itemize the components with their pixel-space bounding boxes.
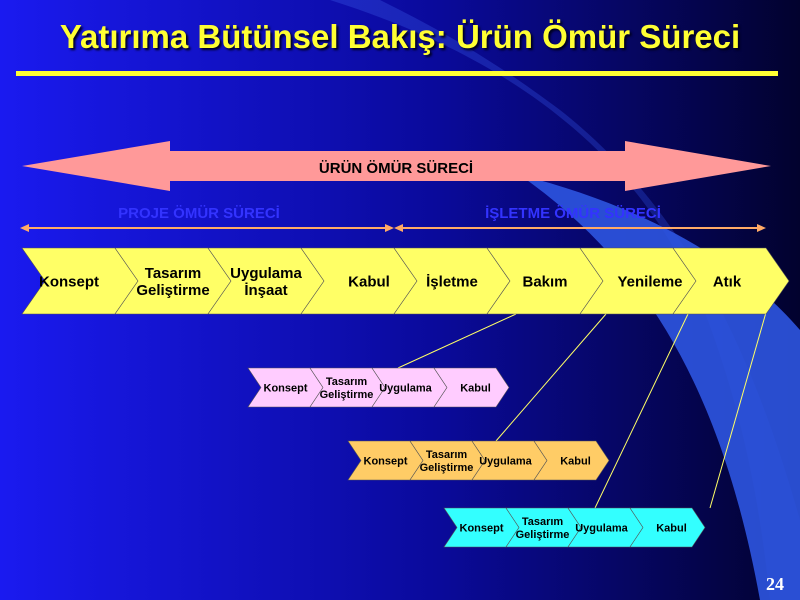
- main-phase-phase-label: Uygulama: [230, 265, 302, 282]
- sub-cycle-3-phase-label: Tasarım: [522, 516, 564, 528]
- sub-cycle-1-phase-label: Konsept: [264, 382, 308, 394]
- project-span-arrow: [20, 224, 394, 232]
- sub-cycle-2-chevron-4: [533, 440, 610, 481]
- sub-cycle-1-phase-label: Uygulama: [379, 382, 432, 394]
- main-phase-phase-label: Geliştirme: [136, 282, 209, 299]
- product-life-label: ÜRÜN ÖMÜR SÜRECİ: [319, 160, 473, 177]
- main-phase-phase-label: Bakım: [522, 273, 567, 290]
- sub-cycle-2-phase-label: Tasarım: [426, 449, 468, 461]
- main-phase-chevron-8: [672, 247, 790, 315]
- main-phase-phase-label: Kabul: [348, 273, 390, 290]
- sub-cycle-3-phase-label: Uygulama: [575, 522, 628, 534]
- sub-cycle-2-phase-label: Kabul: [560, 455, 591, 467]
- operation-span-label: İŞLETME ÖMÜR SÜRECİ: [485, 205, 661, 222]
- sub-cycle-2-phase-label: Uygulama: [479, 455, 532, 467]
- sub-cycle-3-phase-label: Geliştirme: [516, 529, 570, 541]
- sub-cycle-1-phase-label: Kabul: [460, 382, 491, 394]
- sub-cycle-2-phase-label: Geliştirme: [420, 462, 474, 474]
- sub-cycle-1-phase-label: Geliştirme: [320, 389, 374, 401]
- sub-cycle-1-chevron-4: [433, 367, 510, 408]
- main-phase-phase-label: Tasarım: [145, 265, 201, 282]
- main-phase-phase-label: Konsept: [39, 273, 99, 290]
- sub-cycle-3-phase-label: Kabul: [656, 522, 687, 534]
- title-underline: [16, 71, 778, 76]
- page-number: 24: [766, 574, 784, 594]
- main-phase-phase-label: Yenileme: [617, 273, 682, 290]
- sub-cycle-3-chevron-4: [629, 507, 706, 548]
- operation-span-arrow: [394, 224, 766, 232]
- main-phase-phase-label: İşletme: [426, 273, 478, 290]
- sub-cycle-2-phase-label: Konsept: [364, 455, 408, 467]
- slide-title: Yatırıma Bütünsel Bakış: Ürün Ömür Sürec…: [59, 18, 741, 55]
- connector-lines: [397, 280, 776, 509]
- main-phase-phase-label: Atık: [713, 273, 742, 290]
- sub-cycle-1-phase-label: Tasarım: [326, 376, 368, 388]
- product-life-double-arrow: [22, 141, 771, 191]
- main-phase-phase-label: İnşaat: [244, 282, 287, 299]
- project-span-label: PROJE ÖMÜR SÜRECİ: [118, 205, 280, 222]
- sub-cycle-3-phase-label: Konsept: [460, 522, 504, 534]
